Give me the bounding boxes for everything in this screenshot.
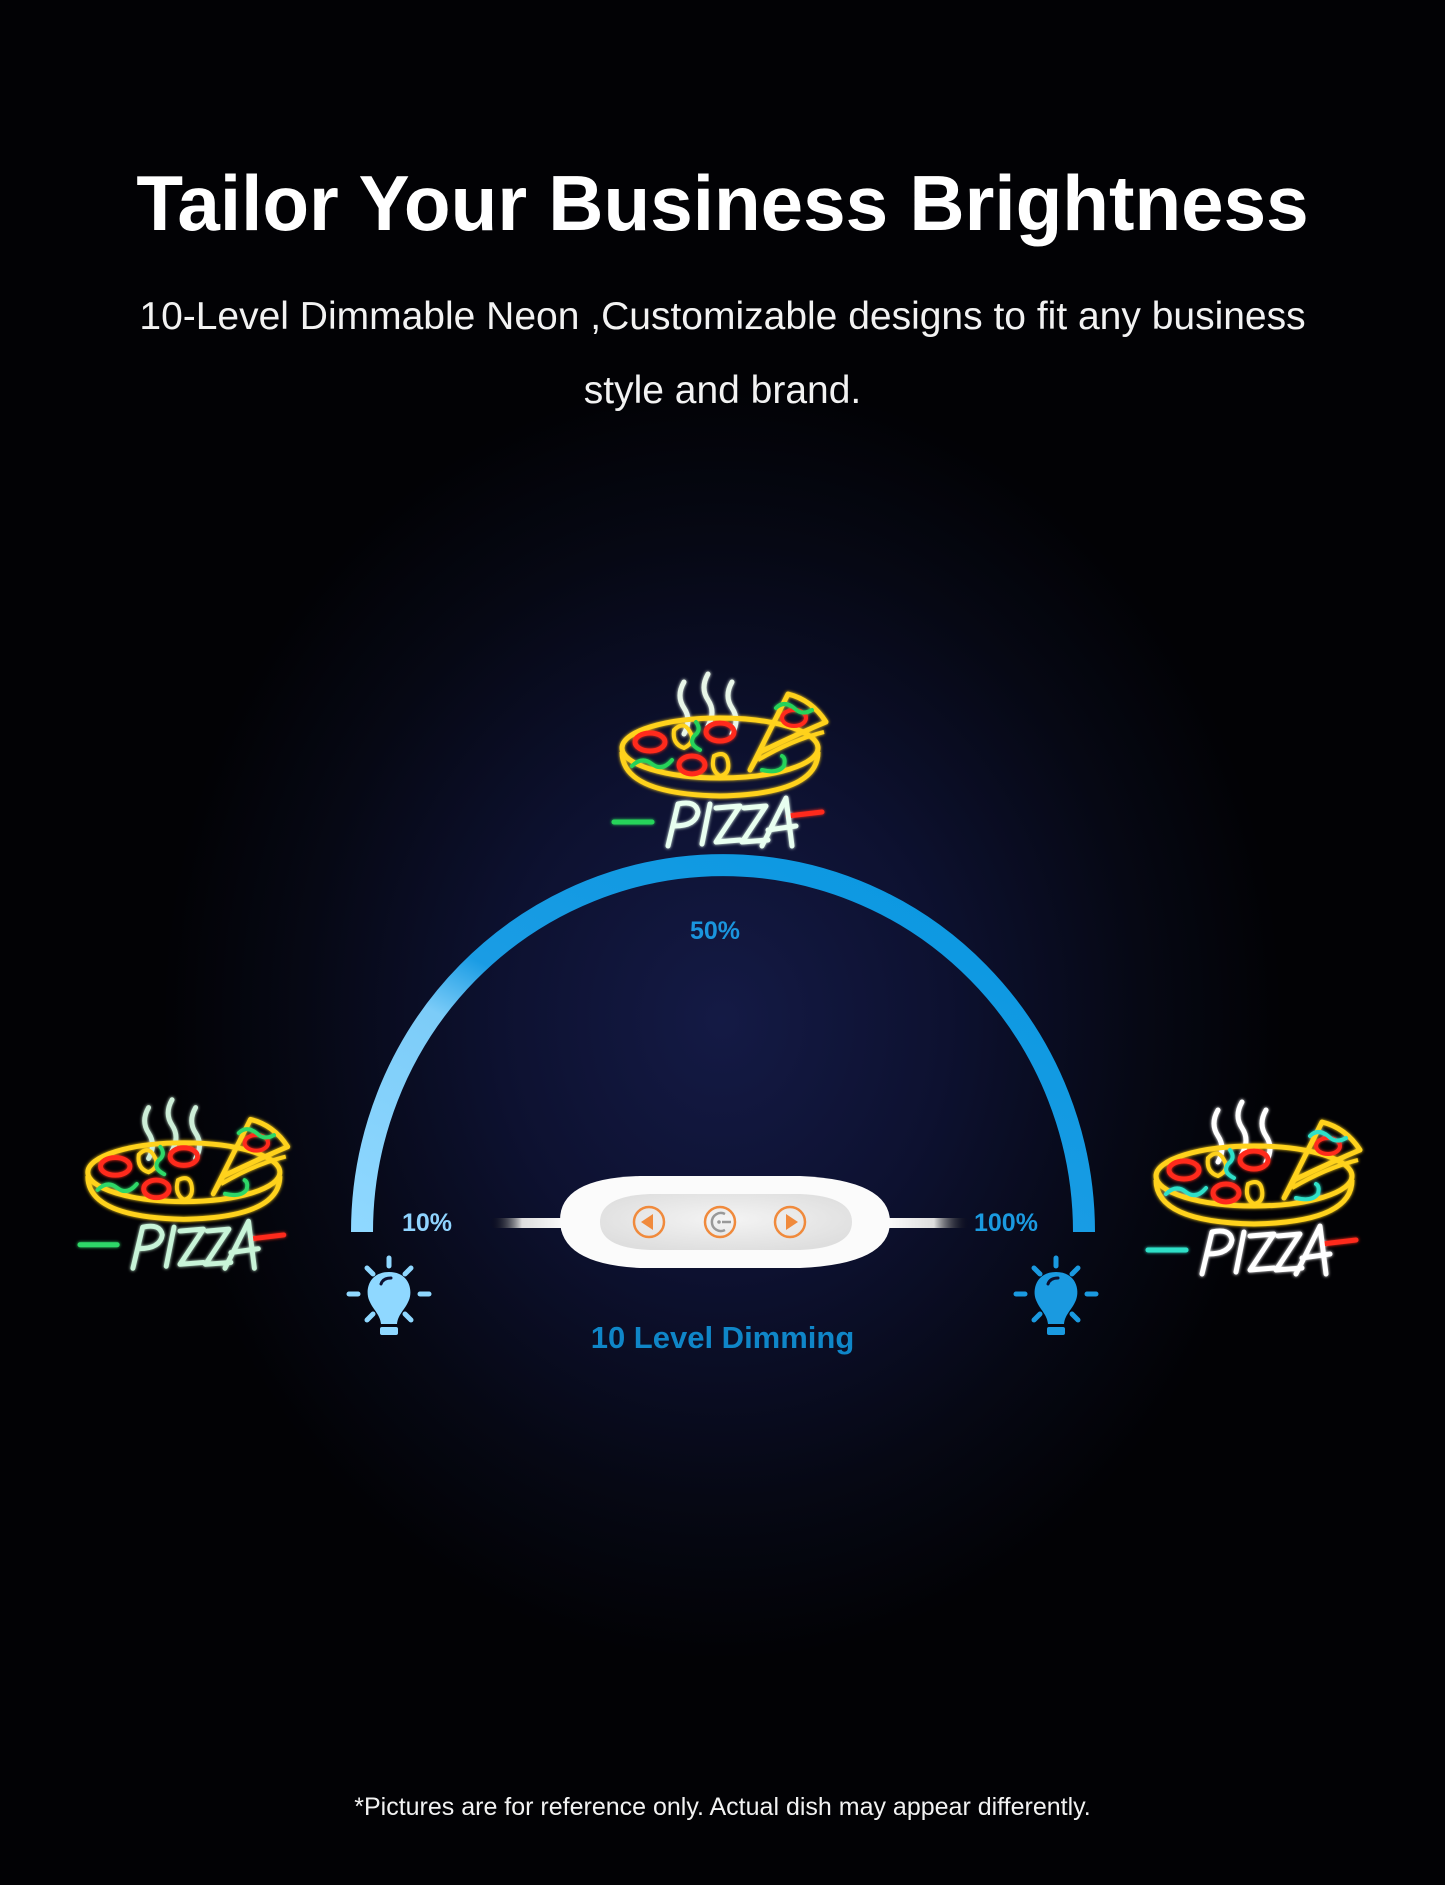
dimmer-remote — [560, 1176, 890, 1268]
neon-pizza-sign-top — [614, 674, 826, 846]
brightness-label-100: 100% — [974, 1209, 1038, 1237]
dimming-caption: 10 Level Dimming — [590, 1320, 855, 1355]
page-subtitle: 10-Level Dimmable Neon ,Customizable des… — [139, 295, 1306, 412]
neon-pizza-sign-right — [1148, 1102, 1360, 1274]
neon-pizza-sign-left — [80, 1100, 288, 1269]
page-title: Tailor Your Business Brightness — [136, 159, 1309, 247]
lightbulb-icon-left — [346, 1255, 432, 1335]
lightbulb-icon-right — [1013, 1255, 1099, 1335]
right-triangle-icon — [786, 1214, 798, 1230]
power-button[interactable] — [703, 1205, 737, 1239]
decrease-button[interactable] — [632, 1205, 666, 1239]
brightness-label-10: 10% — [402, 1209, 453, 1237]
disclaimer-footnote: *Pictures are for reference only. Actual… — [354, 1793, 1091, 1821]
left-triangle-icon — [641, 1214, 653, 1230]
brightness-arc — [351, 854, 1095, 1233]
increase-button[interactable] — [773, 1205, 807, 1239]
brightness-label-50: 50% — [690, 917, 741, 945]
power-icon — [710, 1211, 731, 1233]
